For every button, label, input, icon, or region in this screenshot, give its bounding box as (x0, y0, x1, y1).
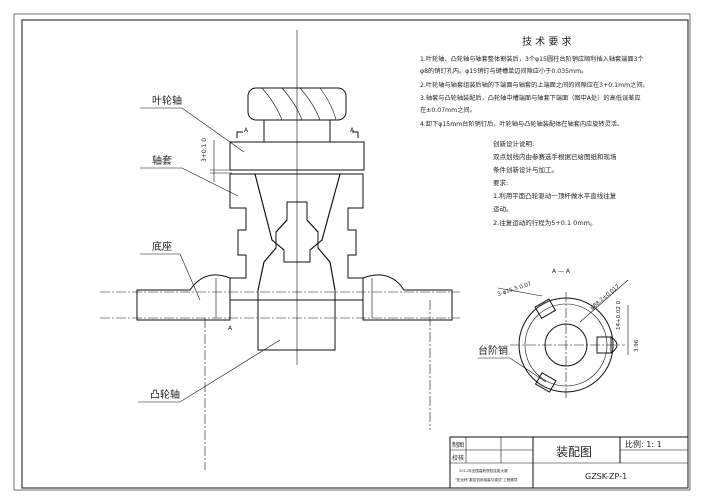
section-mark-right: A (350, 127, 355, 134)
design-notes: 创新设计说明: 双点划线内由参赛选手根据已给图纸和现场 条件创新设计与加工。 要… (493, 139, 617, 227)
section-title: A — A (552, 268, 571, 275)
pin-dimension: 3-φ15.5 0.07 (497, 281, 533, 298)
drawn-by-label: 制图 (452, 441, 464, 449)
scale-label: 比例: 1: 1 (625, 439, 662, 449)
org-line-1: 2011年全国高职院校技能大赛 (459, 468, 508, 473)
svg-text:运动。: 运动。 (493, 205, 513, 213)
label-impeller-shaft: 叶轮轴 (152, 94, 182, 107)
section-mark-left: A (244, 127, 249, 134)
phantom-line (100, 291, 460, 319)
impeller-shaft-part (229, 87, 365, 171)
svg-text:2.叶轮轴与轴套组装后轴的下端面与轴套的上端面之间的间隙应在: 2.叶轮轴与轴套组装后轴的下端面与轴套的上端面之间的间隙应在3+0.1mm之间。 (420, 81, 649, 89)
svg-text:4.卸下φ15mm台阶销钉后，叶轮轴与凸轮轴装配体在轴套内应: 4.卸下φ15mm台阶销钉后，叶轮轴与凸轮轴装配体在轴套内应旋转灵活。 (420, 120, 623, 128)
svg-text:1.利用平面凸轮驱动一顶杆做水平直线往复: 1.利用平面凸轮驱动一顶杆做水平直线往复 (493, 191, 617, 200)
svg-text:条件创新设计与加工。: 条件创新设计与加工。 (493, 165, 558, 174)
outer-frame (13, 13, 691, 491)
height-dimension: 14+0.02 0 (616, 300, 622, 330)
inner-frame (21, 19, 689, 489)
org-line-2: "亚龙杯"数控机床组装与调试"工程赛项 (455, 477, 518, 482)
tech-requirements-list: 1.叶轮轴、凸轮轴与轴套整体割装后，3个φ15圆柱台阶销应顺利插入轴套端面3个 … (420, 55, 649, 128)
svg-text:在±0.07mm之间。: 在±0.07mm之间。 (420, 106, 476, 114)
tech-requirements-title: 技 术 要 求 (522, 35, 572, 48)
cam-shaft-part (257, 201, 336, 351)
svg-text:3.轴套与凸轮轴装配后，凸轮轴中槽端面与轴套下端面（图中A处: 3.轴套与凸轮轴装配后，凸轮轴中槽端面与轴套下端面（图中A处）的高低误差应 (420, 94, 641, 102)
svg-text:要求:: 要求: (493, 178, 508, 187)
section-a-a-view: A — A 3-φ15.5 0.07 φ88.2±0.017 14+0.02 0… (478, 268, 640, 400)
label-stepped-pin: 台阶销 (478, 344, 508, 357)
label-base: 底座 (152, 240, 172, 253)
svg-text:φ8的销钉孔内。φ15销钉与键槽单边间隙应小于0.035mm: φ8的销钉孔内。φ15销钉与键槽单边间隙应小于0.035mm。 (420, 67, 587, 75)
drawing-title: 装配图 (556, 445, 592, 459)
sleeve-part (229, 173, 364, 301)
svg-text:1.叶轮轴、凸轮轴与轴套整体割装后，3个φ15圆柱台阶销应顺: 1.叶轮轴、凸轮轴与轴套整体割装后，3个φ15圆柱台阶销应顺利插入轴套端面3个 (420, 55, 644, 63)
label-cam-shaft: 凸轮轴 (150, 388, 180, 401)
impeller-cone (254, 173, 341, 263)
checked-by-label: 校核 (452, 454, 464, 462)
svg-text:2.往复运动的行程为5+0.1 0mm。: 2.往复运动的行程为5+0.1 0mm。 (493, 218, 597, 227)
base-left (136, 274, 231, 321)
section-cut-mark (236, 131, 359, 138)
title-block: 制图 校核 装配图 比例: 1: 1 GZSK-ZP-1 2011年全国高职院校… (449, 436, 689, 489)
small-dimension: 3.96 (634, 339, 640, 352)
drawing-number: GZSK-ZP-1 (585, 472, 627, 481)
svg-text:双点划线内由参赛选手根据已给图纸和现场: 双点划线内由参赛选手根据已给图纸和现场 (493, 152, 617, 161)
mark-a-label: A (228, 325, 233, 332)
label-sleeve: 轴套 (152, 154, 172, 167)
gap-dimension: 3+0.1 0 (201, 138, 208, 162)
svg-text:创新设计说明:: 创新设计说明: (493, 139, 534, 148)
base-right (362, 274, 453, 321)
